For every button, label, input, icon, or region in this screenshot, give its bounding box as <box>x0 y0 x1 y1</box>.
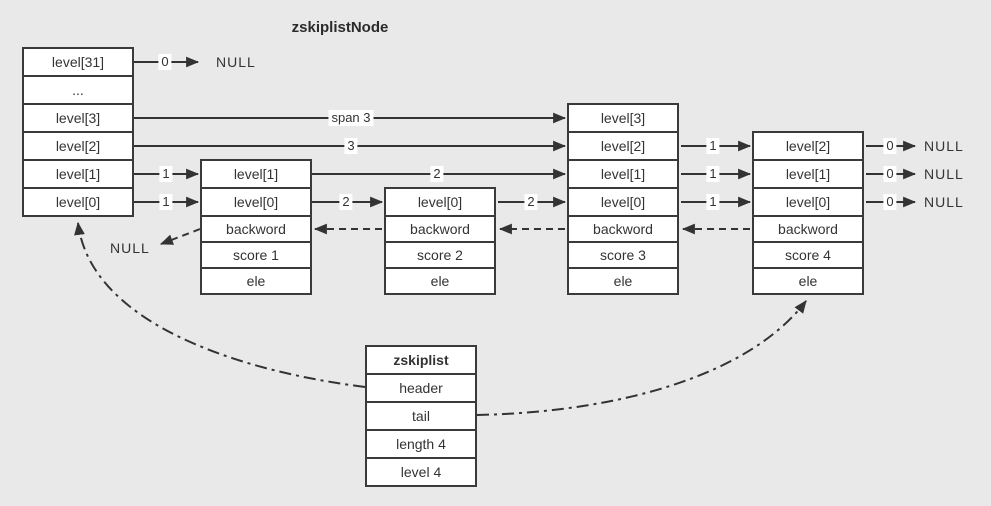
node1-cell-ele: ele <box>200 267 312 295</box>
span-label-node4-level2: 0 <box>883 138 897 154</box>
zskiplist-cell-length: length 4 <box>365 429 477 459</box>
node1-cell-backword: backword <box>200 215 312 243</box>
header-node: level[31] ... level[3] level[2] level[1]… <box>22 47 134 217</box>
zskiplist-cell-tail: tail <box>365 401 477 431</box>
null-label-backward: NULL <box>110 240 150 256</box>
span-label-node4-level1: 0 <box>883 166 897 182</box>
node3: level[3] level[2] level[1] level[0] back… <box>567 103 679 295</box>
header-cell-level0: level[0] <box>22 187 134 217</box>
span-label-node4-level0: 0 <box>883 194 897 210</box>
span-label-header-level2: 3 <box>344 138 358 154</box>
header-cell-level31: level[31] <box>22 47 134 77</box>
arrow-zskiplist-header-to-headernode <box>74 221 366 388</box>
node1-cell-level1: level[1] <box>200 159 312 189</box>
header-cell-ellipsis: ... <box>22 75 134 105</box>
span-label-node3-level1: 1 <box>706 166 720 182</box>
node4-cell-level0: level[0] <box>752 187 864 217</box>
node3-cell-score: score 3 <box>567 241 679 269</box>
node2: level[0] backword score 2 ele <box>384 187 496 295</box>
node4-cell-ele: ele <box>752 267 864 295</box>
node3-cell-level2: level[2] <box>567 131 679 161</box>
node1: level[1] level[0] backword score 1 ele <box>200 159 312 295</box>
zskiplist-cell-level: level 4 <box>365 457 477 487</box>
node1-cell-level0: level[0] <box>200 187 312 217</box>
span-label-header-level3: span 3 <box>328 110 374 126</box>
node2-cell-backword: backword <box>384 215 496 243</box>
span-label-node3-level2: 1 <box>706 138 720 154</box>
header-cell-level2: level[2] <box>22 131 134 161</box>
span-label-node1-level0: 2 <box>339 194 353 210</box>
span-label-header-level0: 1 <box>159 194 173 210</box>
zskiplist-cell-header: header <box>365 373 477 403</box>
span-label-header-level1: 1 <box>159 166 173 182</box>
node3-cell-backword: backword <box>567 215 679 243</box>
diagram-title: zskiplistNode <box>291 19 389 36</box>
node3-cell-ele: ele <box>567 267 679 295</box>
arrow-zskiplist-tail-to-node4 <box>476 300 807 416</box>
span-label-node3-level0: 1 <box>706 194 720 210</box>
node2-cell-level0: level[0] <box>384 187 496 217</box>
span-label-node2-level0: 2 <box>524 194 538 210</box>
null-label-right-level1: NULL <box>924 166 964 182</box>
zskiplist-title-cell: zskiplist <box>365 345 477 375</box>
node3-cell-level3: level[3] <box>567 103 679 133</box>
node1-cell-score: score 1 <box>200 241 312 269</box>
node2-cell-ele: ele <box>384 267 496 295</box>
node3-cell-level0: level[0] <box>567 187 679 217</box>
null-label-top: NULL <box>216 54 256 70</box>
header-cell-level1: level[1] <box>22 159 134 189</box>
arrow-node1-backword-to-null <box>159 228 201 245</box>
zskiplist-node: zskiplist header tail length 4 level 4 <box>365 345 477 487</box>
null-label-right-level2: NULL <box>924 138 964 154</box>
node4-cell-level2: level[2] <box>752 131 864 161</box>
node3-cell-level1: level[1] <box>567 159 679 189</box>
span-label-header-level31: 0 <box>158 54 172 70</box>
node4-cell-score: score 4 <box>752 241 864 269</box>
null-label-right-level0: NULL <box>924 194 964 210</box>
span-label-node1-level1: 2 <box>430 166 444 182</box>
header-cell-level3: level[3] <box>22 103 134 133</box>
node4: level[2] level[1] level[0] backword scor… <box>752 131 864 295</box>
node4-cell-backword: backword <box>752 215 864 243</box>
node2-cell-score: score 2 <box>384 241 496 269</box>
node4-cell-level1: level[1] <box>752 159 864 189</box>
